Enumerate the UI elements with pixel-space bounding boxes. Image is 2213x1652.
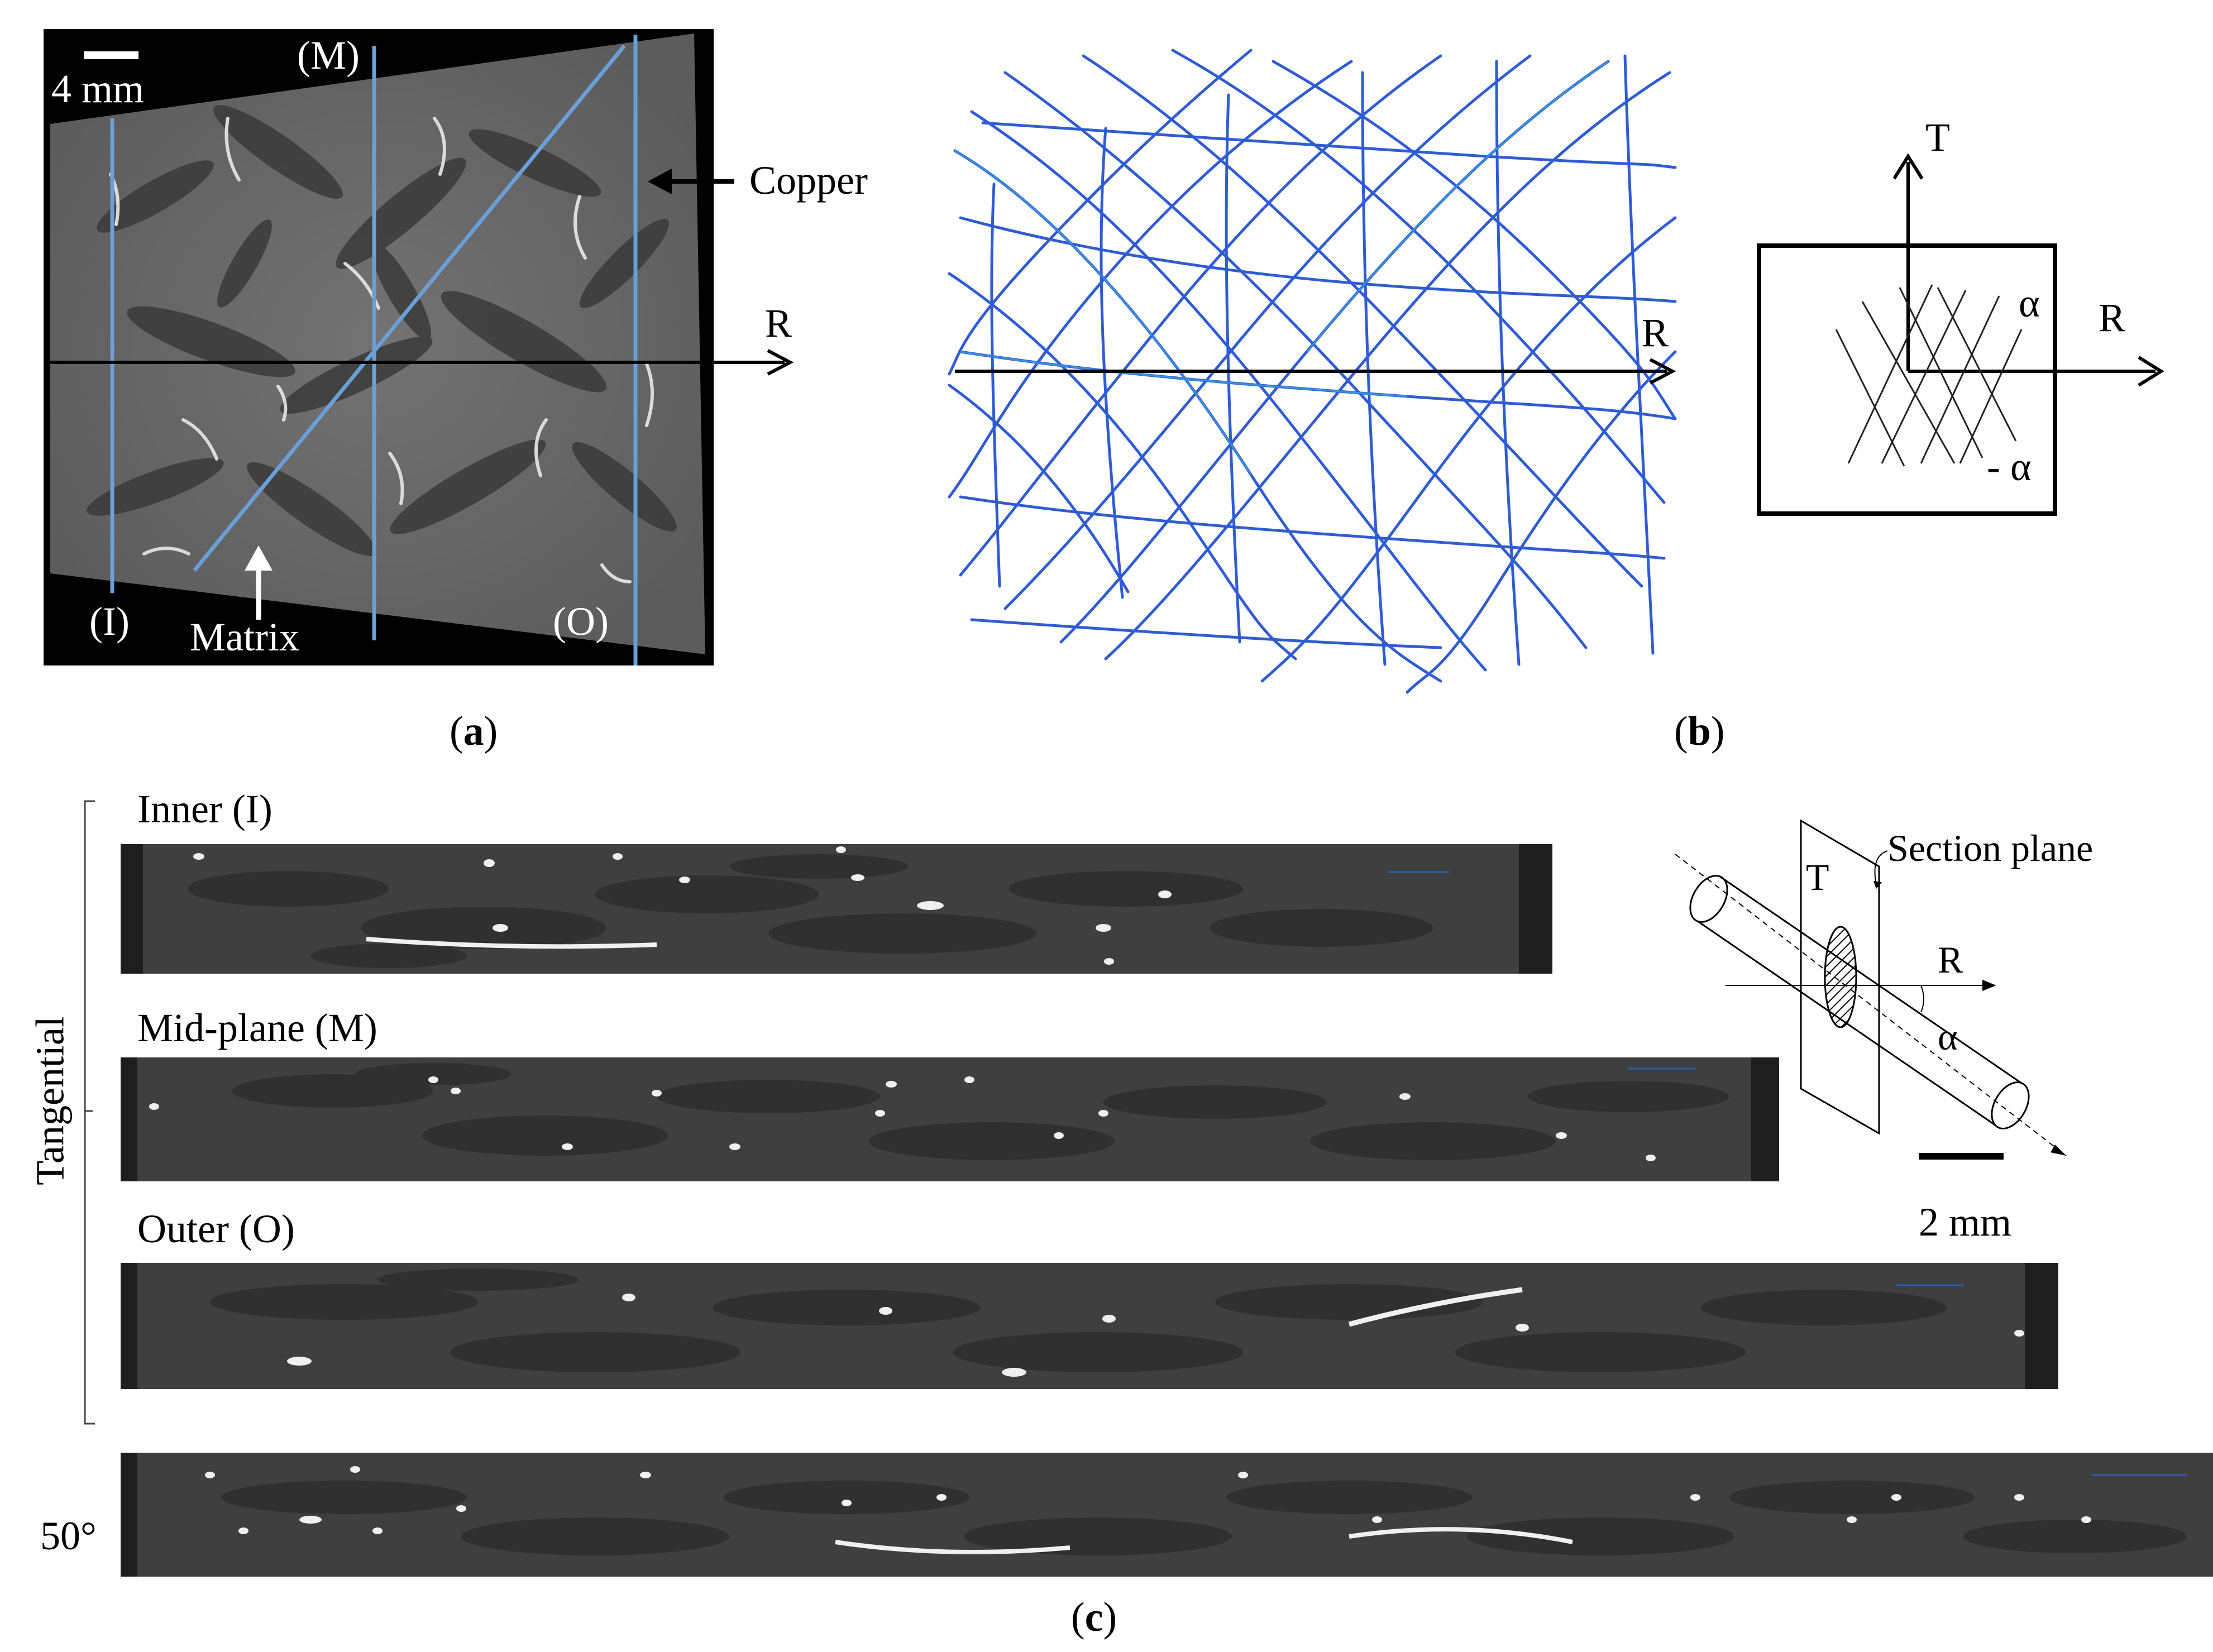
panel-b-fiber-map xyxy=(938,39,1686,698)
label-outer-a: (O) xyxy=(553,599,609,644)
fifty-degree-section-strip xyxy=(121,1453,2213,1577)
alpha-label: α xyxy=(2019,281,2040,325)
section-plane-label: Section plane xyxy=(1887,827,2093,869)
inner-section-strip xyxy=(121,844,1552,974)
scale-bar-a xyxy=(84,51,138,59)
tangential-bracket xyxy=(84,800,95,1425)
outer-section-strip xyxy=(121,1263,2058,1389)
caption-b: (b) xyxy=(1674,708,1725,754)
tangential-label: Tangential xyxy=(27,1016,73,1185)
inner-label: Inner (I) xyxy=(137,787,273,831)
panel-b-r-axis xyxy=(955,358,1676,385)
mid-plane-label: Mid-plane (M) xyxy=(137,1005,377,1050)
section-t-label: T xyxy=(1806,856,1829,898)
outer-label: Outer (O) xyxy=(137,1206,295,1251)
neg-alpha-label: - α xyxy=(1987,444,2032,489)
orientation-diagram xyxy=(1757,153,2164,516)
mid-section-strip xyxy=(121,1057,1779,1181)
scale-label-a: 4 mm xyxy=(51,66,145,111)
section-alpha-label: α xyxy=(1938,1016,1958,1058)
axis-r-label-diagram: R xyxy=(2099,295,2126,340)
section-plane-sketch xyxy=(1675,819,2067,1160)
panel-a-ct-image xyxy=(44,29,781,665)
matrix-label: Matrix xyxy=(190,615,299,659)
label-mid-plane-a: (M) xyxy=(297,33,360,78)
copper-arrow xyxy=(648,169,734,194)
panel-a-r-arrowhead xyxy=(709,349,794,376)
axis-r-label-a: R xyxy=(765,301,792,346)
caption-a: (a) xyxy=(450,708,498,754)
panel-a-ct-slice xyxy=(44,33,781,665)
section-r-label: R xyxy=(1938,938,1963,981)
axis-t-label: T xyxy=(1925,115,1950,160)
angle-50-label: 50° xyxy=(40,1514,97,1558)
copper-label: Copper xyxy=(749,158,868,203)
scale-label-c: 2 mm xyxy=(1919,1200,2012,1244)
label-inner-a: (I) xyxy=(89,599,130,644)
diagonal-section-line xyxy=(193,44,626,572)
axis-r-label-b: R xyxy=(1642,310,1669,355)
caption-c: (c) xyxy=(1071,1594,1117,1640)
